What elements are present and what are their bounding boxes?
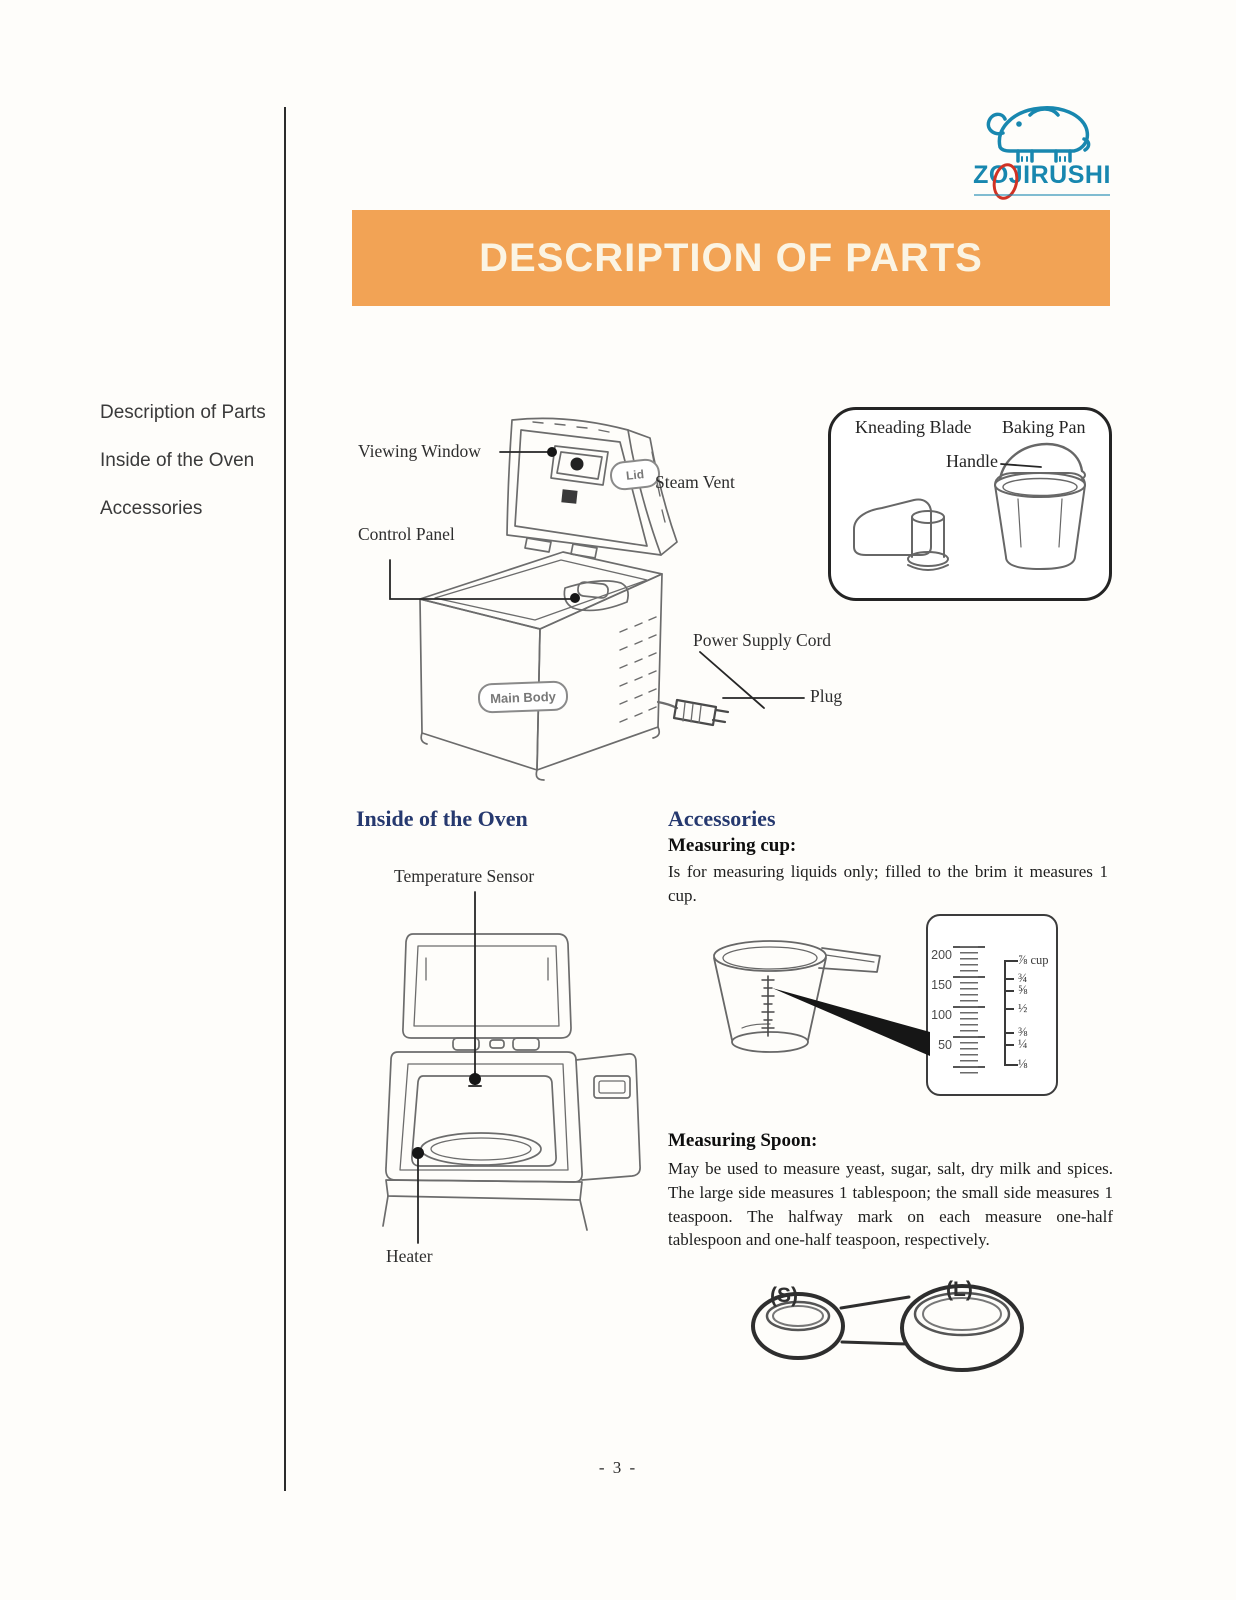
accessories-heading: Accessories — [668, 806, 776, 831]
inside-oven-heading: Inside of the Oven — [356, 806, 528, 831]
measuring-cup-diagram — [713, 940, 881, 1053]
scale-ticks-minor — [960, 946, 978, 1078]
scale-frac-38: ⅜ — [1018, 1025, 1028, 1039]
scale-frac-78cup: ⅞ cup — [1018, 953, 1049, 967]
scale-stub — [1004, 960, 1018, 962]
scale-frac-58: ⅝ — [1018, 983, 1028, 997]
blade-and-pan-diagram — [853, 442, 1086, 571]
control-panel-leader — [389, 559, 571, 600]
heater-label: Heater — [386, 1246, 433, 1266]
scale-frac-18: ⅛ — [1018, 1057, 1028, 1071]
page-title: DESCRIPTION OF PARTS — [479, 235, 983, 280]
scale-ml-150: 150 — [931, 978, 952, 992]
sidebar-item-inside-of-the-oven: Inside of the Oven — [100, 450, 255, 471]
scale-ml-200: 200 — [931, 948, 952, 962]
elephant-eye — [1016, 121, 1022, 127]
spoon-small-label: (S) — [770, 1284, 798, 1307]
kneading-blade-label: Kneading Blade — [855, 417, 972, 437]
measuring-spoon-title: Measuring Spoon: — [668, 1130, 818, 1151]
control-panel-pointer-dot — [570, 593, 580, 603]
measuring-cup-title: Measuring cup: — [668, 835, 797, 856]
scale-stub — [1004, 1008, 1014, 1010]
scale-frac-12: ½ — [1018, 1001, 1028, 1015]
heater-pointer-dot — [412, 1147, 424, 1159]
control-panel-label: Control Panel — [358, 524, 455, 544]
viewing-window-dot — [570, 457, 584, 471]
brand-underline — [974, 194, 1110, 196]
scale-ml-100: 100 — [931, 1008, 952, 1022]
steam-vent-hole — [561, 489, 578, 504]
bread-machine-diagram — [419, 417, 730, 781]
scale-bracket — [1004, 960, 1006, 1066]
accessory-parts-box — [828, 407, 1112, 601]
scale-frac-14: ¼ — [1018, 1037, 1028, 1051]
measuring-spoon-diagram — [751, 1284, 1024, 1372]
power-cord-leader — [699, 651, 765, 709]
scale-frac-34: ¾ — [1018, 971, 1028, 985]
sidebar-item-description-of-parts: Description of Parts — [100, 402, 266, 423]
sidebar-item-accessories: Accessories — [100, 498, 203, 519]
viewing-window-label: Viewing Window — [358, 441, 481, 461]
power-supply-cord-label: Power Supply Cord — [693, 630, 832, 650]
vertical-divider — [284, 107, 286, 1491]
viewing-window-pointer-dot — [547, 447, 557, 457]
temperature-sensor-label: Temperature Sensor — [394, 866, 535, 886]
brand-logo: ZOJIRUSHI — [972, 95, 1112, 203]
cup-scale-pointer-wedge — [772, 988, 930, 1056]
section-banner: DESCRIPTION OF PARTS — [352, 210, 1110, 306]
steam-vent-label: Steam Vent — [655, 472, 735, 492]
spoon-large-label: (L) — [946, 1278, 973, 1301]
handle-label: Handle — [946, 451, 998, 471]
measuring-spoon-body: May be used to measure yeast, sugar, sal… — [668, 1159, 1113, 1250]
plug-label: Plug — [810, 686, 843, 706]
brand-text: ZOJIRUSHI — [973, 161, 1111, 189]
temperature-sensor-pointer-dot — [469, 1073, 481, 1085]
elephant-icon — [986, 106, 1091, 163]
scale-stub — [1004, 1044, 1014, 1046]
scale-stub — [1004, 990, 1014, 992]
scale-stub — [1004, 1032, 1014, 1034]
inside-oven-diagram — [382, 933, 641, 1231]
scale-ml-50: 50 — [938, 1038, 952, 1052]
scale-stub — [1004, 978, 1014, 980]
cup-scale-box: 200 150 100 50 ⅞ cup ¾ ⅝ ½ ⅜ ¼ ⅛ — [926, 914, 1058, 1096]
measuring-cup-body: Is for measuring liquids only; filled to… — [668, 862, 1108, 905]
page-number: - 3 - — [598, 1458, 638, 1477]
scale-stub — [1004, 1064, 1018, 1066]
handle-leader — [1000, 463, 1042, 468]
baking-pan-label: Baking Pan — [1002, 417, 1086, 437]
